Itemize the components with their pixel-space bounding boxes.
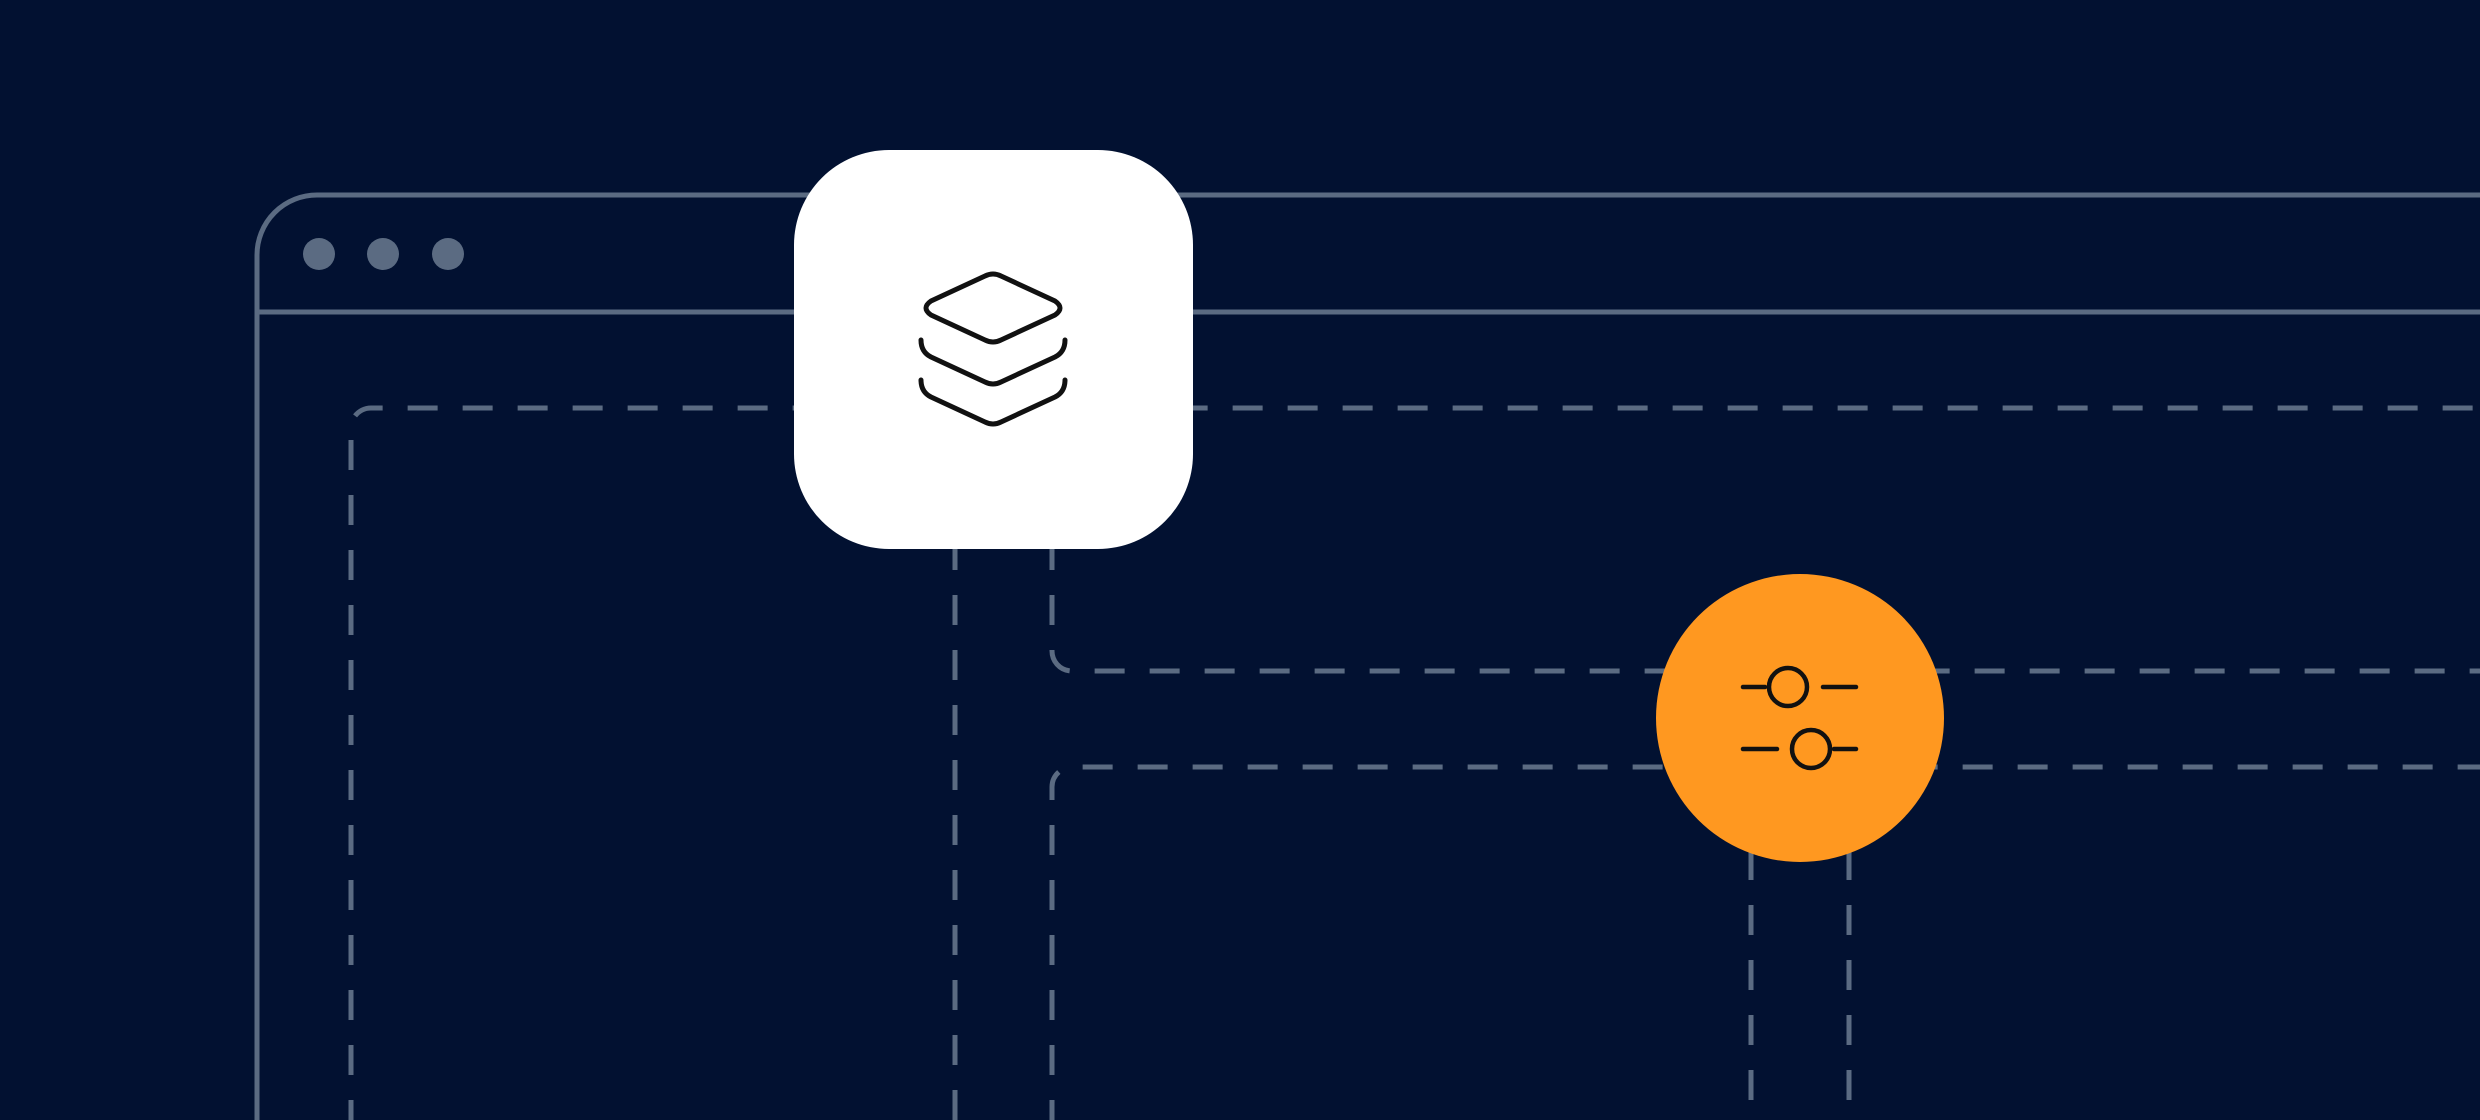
window-controls (303, 238, 464, 270)
dashed-panel-bottom-right (1049, 764, 2480, 1120)
settings-circle[interactable] (1656, 574, 1944, 862)
layers-tile[interactable] (794, 150, 1193, 549)
circle-background (1656, 574, 1944, 862)
browser-window-frame (254, 192, 2480, 1120)
tile-background (794, 150, 1193, 549)
window-dot-3[interactable] (432, 238, 464, 270)
layout-placeholders (348, 405, 2480, 1120)
dashed-panel-main (348, 405, 2480, 1120)
sliders-icon (1740, 665, 1859, 771)
window-outline (254, 192, 2480, 1120)
window-dot-2[interactable] (367, 238, 399, 270)
dashed-panel-top-right (1049, 540, 2480, 674)
layers-icon (918, 271, 1068, 427)
window-dot-1[interactable] (303, 238, 335, 270)
